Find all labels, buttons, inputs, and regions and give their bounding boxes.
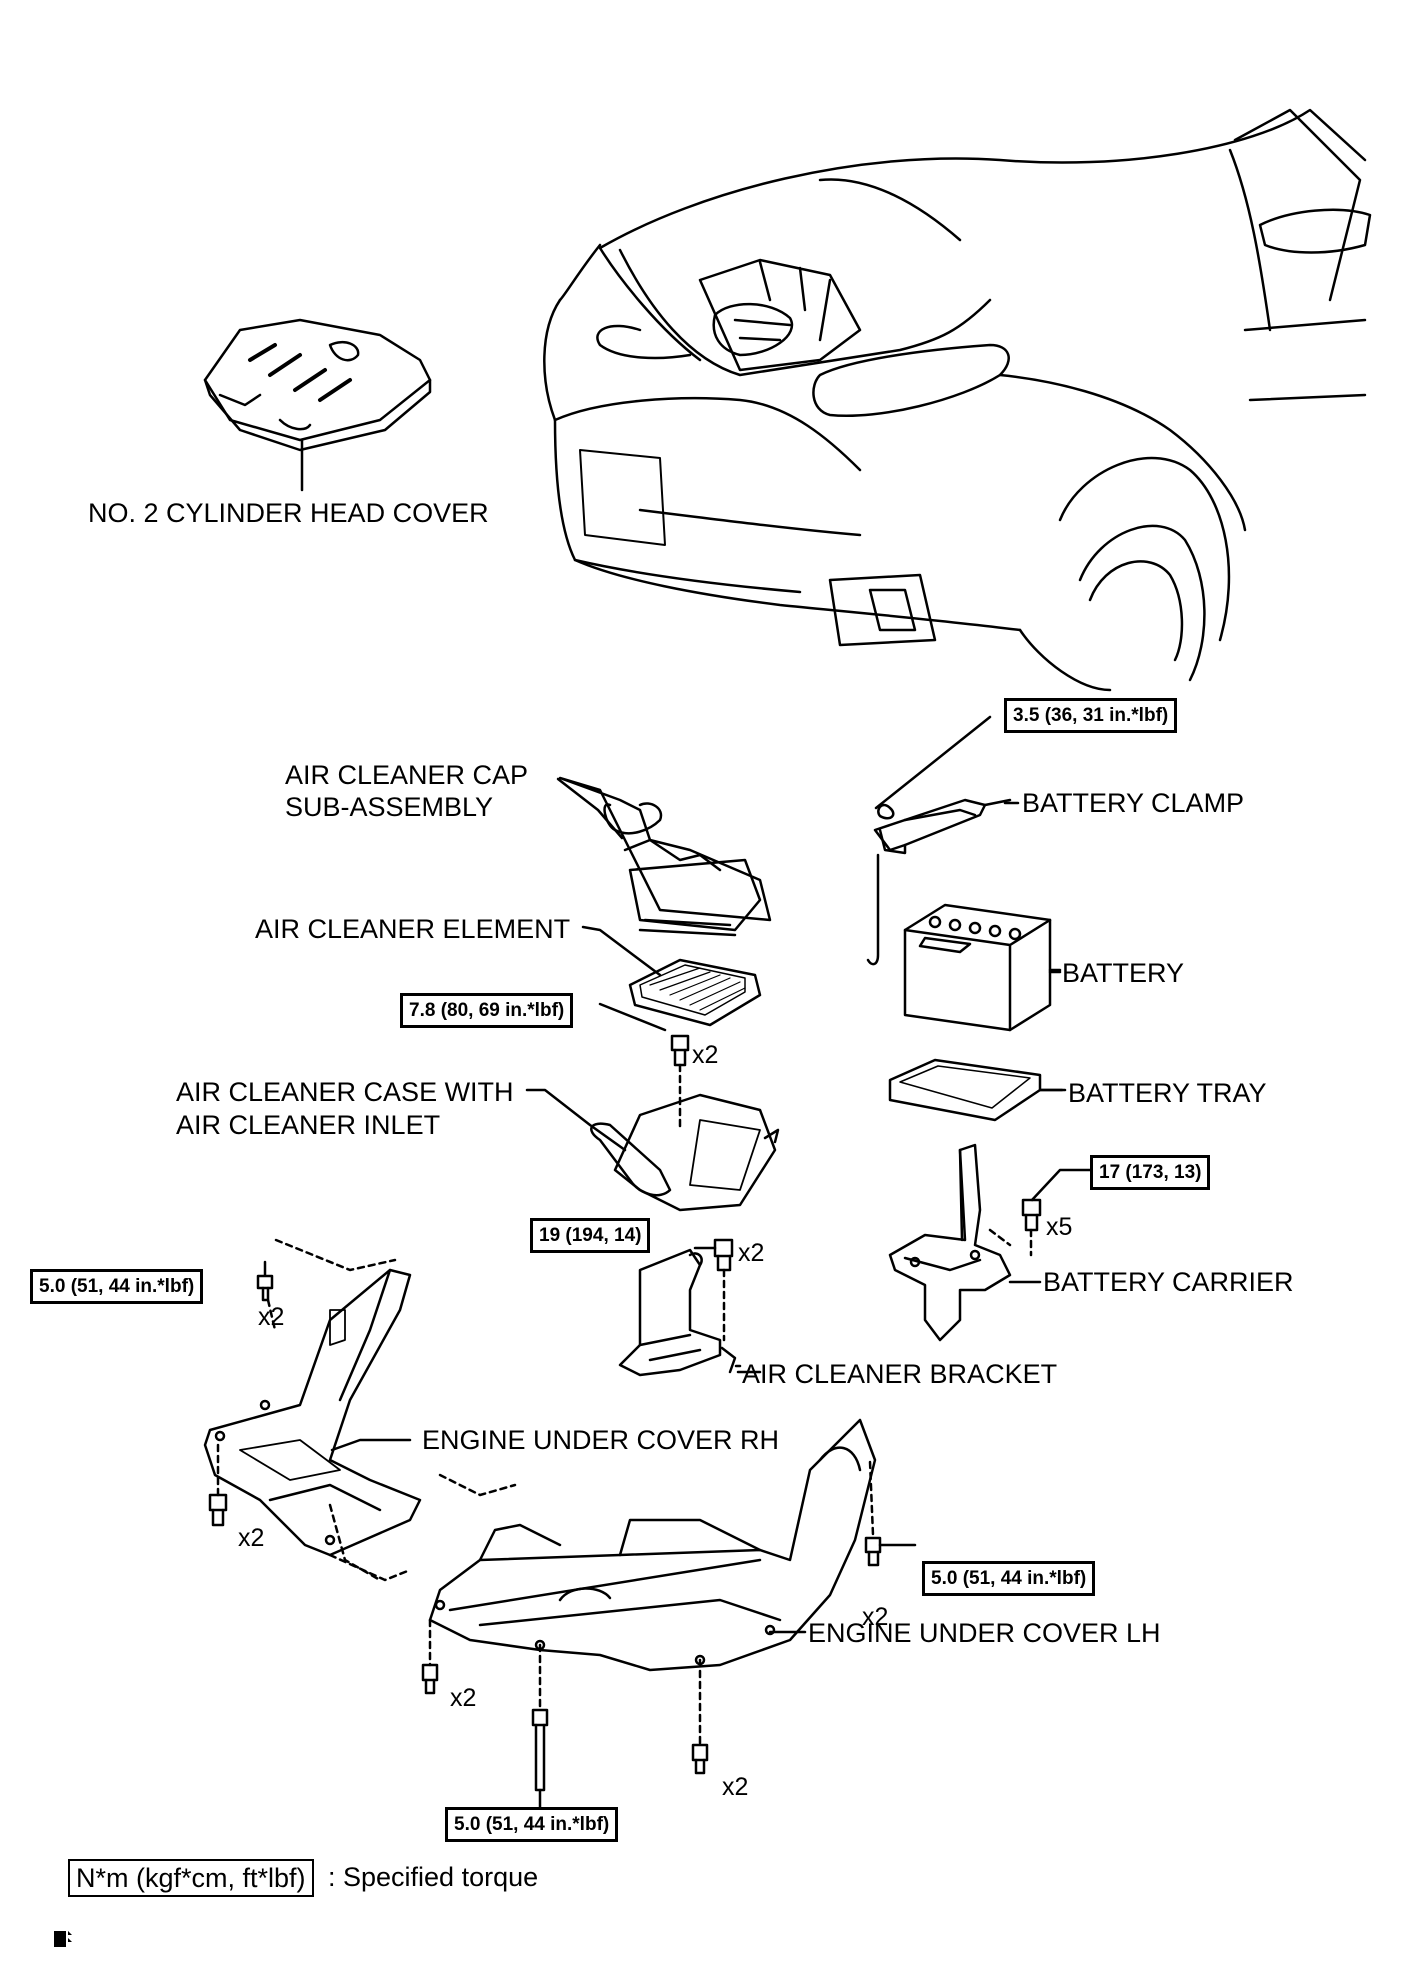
qty-element-bolt: x2: [692, 1041, 719, 1069]
qty-bracket-bolt: x2: [738, 1239, 765, 1267]
air-cleaner-bracket-drawing: [618, 1238, 762, 1377]
torque-box-battery-carrier-bolt: 17 (173, 13): [1090, 1155, 1211, 1190]
label-no2-cylinder-head-cover: NO. 2 CYLINDER HEAD COVER: [88, 498, 489, 528]
battery-carrier-drawing: [888, 1143, 1092, 1342]
label-air-cleaner-bracket: AIR CLEANER BRACKET: [742, 1359, 1058, 1389]
label-air-cleaner-case-line1: AIR CLEANER CASE WITH: [176, 1077, 514, 1107]
vehicle-front-drawing: [543, 108, 1372, 692]
label-leader-lines: [1003, 801, 1064, 1092]
battery-clamp-drawing: [866, 715, 1012, 966]
torque-box-lh-cover-right-bolt: 5.0 (51, 44 in.*lbf): [922, 1561, 1096, 1596]
legend-description: : Specified torque: [328, 1862, 539, 1892]
label-battery-carrier: BATTERY CARRIER: [1043, 1267, 1294, 1297]
engine-under-cover-rh-drawing: [203, 1238, 422, 1582]
qty-battery-carrier-bolt: x5: [1046, 1213, 1073, 1241]
torque-box-element-bolt: 7.8 (80, 69 in.*lbf): [400, 993, 574, 1028]
label-air-cleaner-cap-line1: AIR CLEANER CAP: [285, 760, 529, 790]
torque-box-bracket-bolt: 19 (194, 14): [530, 1218, 651, 1253]
label-battery-clamp: BATTERY CLAMP: [1022, 788, 1245, 818]
air-cleaner-cap-drawing: [556, 776, 772, 937]
element-bolt-drawing: [598, 1002, 690, 1132]
qty-lh-bottom-bolt: x2: [722, 1773, 749, 1801]
label-air-cleaner-cap-line2: SUB-ASSEMBLY: [285, 792, 494, 822]
torque-box-rh-cover-top-bolt: 5.0 (51, 44 in.*lbf): [30, 1269, 204, 1304]
torque-box-lh-cover-center-bolt: 5.0 (51, 44 in.*lbf): [445, 1807, 619, 1842]
battery-drawing: [903, 903, 1062, 1032]
label-battery-tray: BATTERY TRAY: [1068, 1078, 1267, 1108]
label-air-cleaner-case-line2: AIR CLEANER INLET: [176, 1110, 441, 1140]
label-engine-under-cover-lh: ENGINE UNDER COVER LH: [808, 1618, 1161, 1648]
torque-box-battery-clamp-nut: 3.5 (36, 31 in.*lbf): [1004, 698, 1178, 733]
qty-rh-top-bolt: x2: [258, 1303, 285, 1331]
cylinder-head-cover-drawing: [203, 318, 432, 492]
qty-lh-left-bolt: x2: [450, 1684, 477, 1712]
qty-lh-right-bolt: x2: [862, 1603, 889, 1631]
qty-rh-bottom-bolt: x2: [238, 1524, 265, 1552]
label-engine-under-cover-rh: ENGINE UNDER COVER RH: [422, 1425, 780, 1455]
air-cleaner-element-drawing: [581, 925, 762, 1027]
air-cleaner-case-drawing: [525, 1088, 780, 1212]
label-battery: BATTERY: [1062, 958, 1185, 988]
info-book-icon: [54, 1931, 72, 1947]
legend-unit-box: N*m (kgf*cm, ft*lbf): [68, 1859, 314, 1897]
label-air-cleaner-element: AIR CLEANER ELEMENT: [255, 914, 571, 944]
engine-under-cover-lh-drawing: [328, 1418, 917, 1812]
